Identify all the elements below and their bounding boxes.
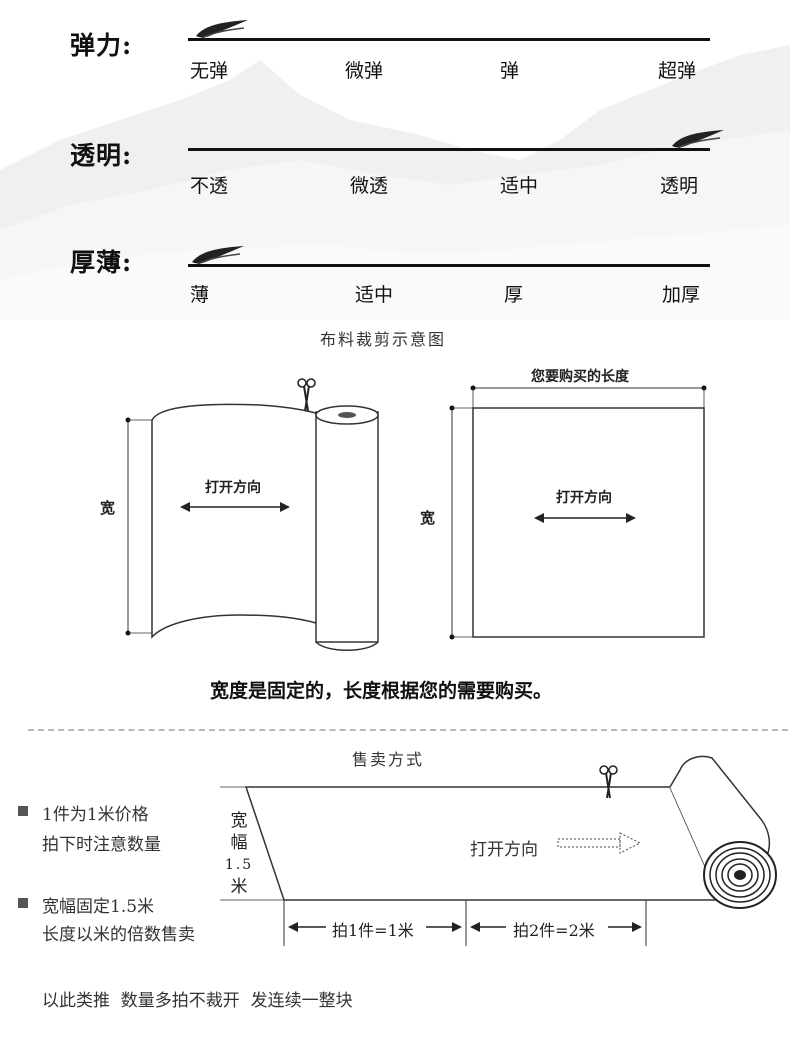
fabric-roll-end (703, 841, 777, 909)
note-2-line-1: 宽幅固定1.5米 (42, 897, 155, 917)
fabric-roll-diagram (125, 378, 379, 651)
roll-direction-label: 打开方向 (205, 480, 261, 496)
bullet-square (18, 806, 28, 816)
fabric-sheet-diagram (449, 385, 707, 640)
bullet-square (18, 898, 28, 908)
note-1-line-1: 1件为1米价格 (42, 805, 149, 825)
segment-label-1: 拍1件=1米 (332, 921, 414, 940)
transparency-scale-line (188, 148, 710, 151)
sheet-length-label: 您要购买的长度 (531, 369, 629, 385)
thickness-label-3: 厚 (504, 284, 524, 306)
unrolled-fabric-sheet (151, 403, 323, 639)
elasticity-title: 弹力: (70, 31, 133, 60)
brush-stroke-marker (196, 20, 248, 39)
fabric-roll-cylinder (315, 411, 379, 643)
mountain-background (0, 45, 790, 320)
sales-caption: 售卖方式 (352, 750, 425, 769)
elasticity-label-2: 微弹 (345, 60, 384, 82)
segment-label-2: 拍2件=2米 (513, 921, 595, 940)
transparency-title: 透明: (70, 141, 133, 170)
elasticity-scale-line (188, 38, 710, 41)
roll-width-label: 宽 (100, 499, 116, 517)
elasticity-label-3: 弹 (500, 60, 520, 82)
sales-footer: 以此类推 数量多拍不裁开 发连续一整块 (42, 991, 353, 1011)
sheet-width-label: 宽 (420, 509, 436, 527)
transparency-label-4: 透明 (660, 175, 699, 197)
brush-stroke-marker (192, 246, 244, 265)
width-char-4: 米 (230, 877, 248, 897)
scissors-icon (599, 765, 618, 799)
transparency-label-1: 不透 (190, 175, 229, 197)
thickness-label-1: 薄 (190, 284, 210, 306)
thickness-label-4: 加厚 (662, 284, 701, 306)
transparency-label-2: 微透 (350, 175, 389, 197)
thickness-title: 厚薄: (70, 248, 133, 277)
sheet-direction-label: 打开方向 (556, 490, 612, 506)
note-1-line-2: 拍下时注意数量 (42, 835, 161, 855)
width-char-3: 1.5 (224, 857, 254, 873)
thickness-scale-line (188, 264, 710, 267)
brush-stroke-marker (672, 130, 724, 149)
sales-roll-diagram (220, 755, 777, 946)
thickness-label-2: 适中 (355, 284, 394, 306)
section-separator (28, 729, 788, 731)
cutting-diagram-caption: 布料裁剪示意图 (320, 330, 447, 349)
cut-fabric-rectangle (472, 407, 705, 638)
note-2-line-2: 长度以米的倍数售卖 (42, 925, 195, 945)
elasticity-label-1: 无弹 (190, 60, 229, 82)
width-char-1: 宽 (230, 811, 248, 831)
width-char-2: 幅 (230, 833, 248, 853)
elasticity-label-4: 超弹 (658, 60, 697, 82)
scissors-icon (297, 378, 316, 412)
transparency-label-3: 适中 (500, 175, 539, 197)
sales-direction-label: 打开方向 (470, 840, 538, 860)
sales-width-label: 宽 幅 1.5 米 (225, 810, 251, 898)
cutting-note: 宽度是固定的，长度根据您的需要购买。 (210, 680, 553, 702)
